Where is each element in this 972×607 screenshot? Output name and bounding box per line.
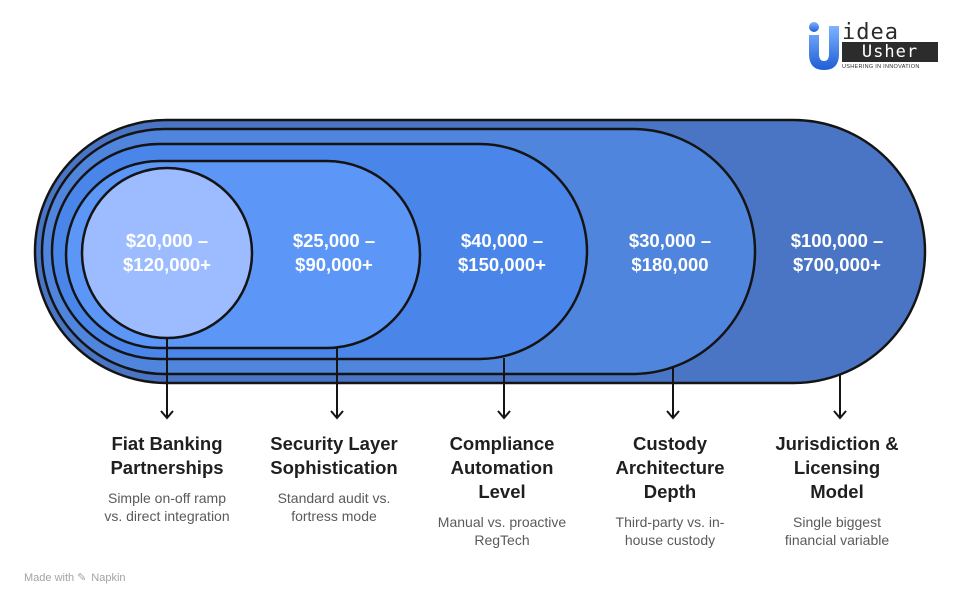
description-line: financial variable: [784, 532, 890, 548]
label-title: Jurisdiction & Licensing Model: [752, 432, 922, 504]
title-line: Model: [810, 481, 864, 502]
label-title: Fiat Banking Partnerships: [82, 432, 252, 480]
title-line: Level: [478, 481, 526, 502]
logo-word-usher: Usher: [842, 42, 938, 62]
cost-fiat-line2: $120,000+: [123, 254, 211, 275]
label-custody-architecture: Custody Architecture Depth Third-party v…: [585, 432, 755, 549]
title-line: Compliance: [449, 433, 555, 454]
label-description: Simple on-off ramp vs. direct integratio…: [82, 489, 252, 525]
label-title: Custody Architecture Depth: [585, 432, 755, 504]
label-jurisdiction-licensing: Jurisdiction & Licensing Model Single bi…: [752, 432, 922, 549]
description-line: Third-party vs. in-: [615, 514, 725, 530]
label-description: Single biggest financial variable: [752, 513, 922, 549]
cost-compliance-line2: $150,000+: [458, 254, 546, 275]
label-security-layer: Security Layer Sophistication Standard a…: [249, 432, 419, 525]
title-line: Fiat Banking: [111, 433, 223, 454]
cost-custody-line1: $30,000 –: [629, 230, 711, 251]
title-line: Depth: [643, 481, 697, 502]
logo-word-idea: idea: [842, 20, 899, 45]
cost-compliance-line1: $40,000 –: [461, 230, 543, 251]
arrow-head-jurisdiction: [833, 410, 847, 420]
title-line: Jurisdiction &: [775, 433, 899, 454]
description-line: house custody: [624, 532, 716, 548]
description-line: Single biggest: [793, 514, 881, 530]
cost-security-line2: $90,000+: [295, 254, 373, 275]
label-compliance-automation: Compliance Automation Level Manual vs. p…: [417, 432, 587, 549]
napkin-brand: Napkin: [91, 572, 126, 584]
arrow-head-fiat: [160, 410, 174, 420]
made-with-text: Made with: [24, 572, 75, 584]
title-line: Security Layer: [270, 433, 398, 454]
title-line: Licensing: [793, 457, 881, 478]
arrow-head-security: [330, 410, 344, 420]
label-title: Compliance Automation Level: [417, 432, 587, 504]
label-description: Standard audit vs. fortress mode: [249, 489, 419, 525]
cost-security-line1: $25,000 –: [293, 230, 375, 251]
layer-shape-fiat-banking: [80, 166, 254, 340]
napkin-icon: ✎: [77, 572, 87, 584]
title-line: Custody: [633, 433, 707, 454]
logo-tagline: USHERING IN INNOVATION: [842, 64, 920, 70]
idea-usher-logo: idea Usher USHERING IN INNOVATION: [806, 20, 938, 74]
u-mark-icon: [809, 22, 839, 70]
title-line: Automation: [450, 457, 554, 478]
description-line: vs. direct integration: [104, 508, 230, 524]
label-title: Security Layer Sophistication: [249, 432, 419, 480]
description-line: fortress mode: [291, 508, 377, 524]
arrow-head-custody: [666, 410, 680, 420]
cost-fiat-line1: $20,000 –: [126, 230, 208, 251]
title-line: Sophistication: [270, 457, 398, 478]
description-line: RegTech: [474, 532, 530, 548]
label-description: Manual vs. proactive RegTech: [417, 513, 587, 549]
description-line: Standard audit vs.: [277, 490, 391, 506]
made-with-napkin: Made with ✎ Napkin: [24, 571, 126, 584]
title-line: Architecture: [615, 457, 725, 478]
label-fiat-banking: Fiat Banking Partnerships Simple on-off …: [82, 432, 252, 525]
description-line: Manual vs. proactive: [437, 514, 567, 530]
cost-jurisdiction-line1: $100,000 –: [791, 230, 884, 251]
description-line: Simple on-off ramp: [107, 490, 226, 506]
cost-custody-line2: $180,000: [631, 254, 708, 275]
label-description: Third-party vs. in- house custody: [585, 513, 755, 549]
arrow-head-compliance: [497, 410, 511, 420]
cost-jurisdiction-line2: $700,000+: [793, 254, 881, 275]
title-line: Partnerships: [110, 457, 224, 478]
